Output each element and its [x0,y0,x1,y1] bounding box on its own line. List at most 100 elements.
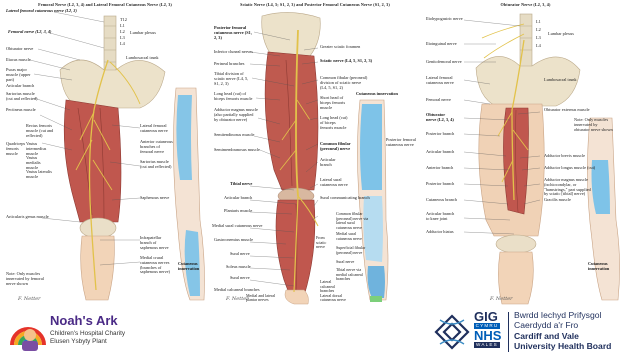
lbl-iliohypo: Iliohypogastric nerve [426,17,463,22]
lbl-lat-fem-cut-right: Lateral femoral cutaneous nerve [140,124,174,134]
svg-text:F. Netter: F. Netter [489,296,513,302]
lbl-greater-sciatic: Greater sciatic foramen [320,45,360,50]
noahs-ark-logo: Noah's Ark Children's Hospital Charity E… [8,309,148,355]
lbl-short-head: Short head of biceps femoris muscle [320,96,350,110]
lbl-cf-via: Common fibular (peroneal) nerve via late… [336,212,370,230]
lbl-med-sural2: Medial sural cutaneous nerve [336,232,368,241]
lbl-medial-crural: Medial crural cutaneous nerves (branches… [140,256,176,275]
lbl-med-lat-plantar: Medial and lateral plantar nerves [246,294,286,303]
lbl-common-fib-div: Common fibular (peroneal) division of sc… [320,76,368,90]
femoral-panel: Femoral Nerve (L2, 3, 4) and Lateral Fem… [0,0,210,305]
lbl-sup-fib: Superficial fibular (peroneal) nerve [336,246,368,255]
lbl-ilioinguinal: Ilioinguinal nerve [426,42,457,47]
lbl-quadriceps: Quadriceps femoris muscle [6,142,24,156]
sciatic-panel: Sciatic Nerve (L4, 5; S1, 2, 3) and Post… [210,0,420,305]
english-line2: University Health Board [514,341,611,351]
lbl-obt-femoral: Femoral nerve [426,98,451,103]
lbl-obt-add-magnus: Adductor magnus muscle (ischiocondylar, … [544,178,592,197]
lbl-artic-branch: Articular branch [426,150,454,155]
lbl-art-branch: Articular branch [224,196,252,201]
lbl-add-brevis: Adductor brevis muscle [544,154,585,159]
lbl-ant-cut: Anterior cutaneous branches of femoral n… [140,140,174,154]
lbl-soleus: Soleus muscle [226,265,251,270]
lbl-femoral-nerve: Femoral nerve (L2, 3, 4) [8,30,51,35]
nhs-wordmark: GIG CYMRU NHS WALES [474,310,516,348]
noahs-ark-title: Noah's Ark [50,313,118,328]
lbl-perineal: Perineal branches [214,62,244,67]
lbl-l4: L4 [120,42,125,47]
lbl-gastro: Gastrocnemius muscle [214,238,253,243]
lbl-lat-sural: Lateral sural cutaneous nerve [320,178,350,188]
lbl-obt-lumbar-plexus: Lumbar plexus [548,32,574,37]
lbl-sciatic-cut-innerv: Cutaneous innervation [356,92,398,97]
nhs-text: NHS [474,329,516,342]
lbl-sural2: Sural nerve [230,276,250,281]
lbl-common-fib: Common fibular (peroneal) nerve [320,142,352,152]
lbl-cut-branch: Cutaneous branch [426,198,457,203]
welsh-line1: Bwrdd Iechyd Prifysgol [514,310,601,320]
lbl-obt-lumbosacral: Lumbosacral trunk [544,78,577,83]
lbl-obturator-nerve: Obturator nerve (L2, 3, 4) [426,113,456,123]
lbl-post-fem: Posterior femoral cutaneous nerve (S1, 2… [214,26,252,40]
lbl-tibial-div: Tibial division of sciatic nerve (L4, 5,… [214,72,250,86]
lbl-post-fem-cut2: Posterior femoral cutaneous nerve [386,138,418,148]
lbl-obt-note: Note: Only muscles innervated by obturat… [574,118,614,132]
noahs-ark-line2: Elusen Ysbyty Plant [50,338,107,345]
lbl-art-branch2: Articular branch [320,158,342,168]
rainbow-icon [8,311,48,353]
lbl-gracilis: Gracilis muscle [544,198,571,203]
svg-text:F. Netter: F. Netter [17,296,41,302]
lbl-artic-genus: Articularis genus muscle [6,215,49,220]
lbl-long-head: Long head (cut) of biceps femoris muscle [214,92,256,102]
obturator-panel: Obturator Nerve (L2, 3, 4) [420,0,631,305]
lbl-femoral-note: Note: Only muscles innervated by femoral… [6,272,54,286]
lbl-vastus-lat: Vastus lateralis muscle [26,170,52,180]
lbl-semitend: Semitendinosus muscle [214,133,254,138]
lbl-obt-cut-innerv: Cutaneous innervation [588,262,618,272]
lbl-add-hiatus: Adductor hiatus [426,230,454,235]
lbl-articular: Articular branch [6,84,34,89]
english-line1: Cardiff and Vale [514,331,579,341]
lbl-obt-ext: Obturator externus muscle [544,108,590,113]
lbl-post-branch2: Posterior branch [426,182,454,187]
lbl-tibial: Tibial nerve [230,182,252,187]
lbl-post-branch: Posterior branch [426,132,454,137]
lbl-inf-clun: Inferior cluneal nerves [214,50,253,55]
lbl-long-head2: Long head (cut) of biceps femoris muscle [320,116,348,130]
lbl-lat-fem-cut: Lateral femoral cutaneous nerve (L2, 3) [6,9,77,14]
logo-bar: Noah's Ark Children's Hospital Charity E… [0,305,631,358]
lbl-genitofem: Genitofemoral nerve [426,60,462,65]
nhs-wales-logo: GIG CYMRU NHS WALES Bwrdd Iechyd Prifysg… [432,308,628,356]
lbl-add-longus: Adductor longus muscle (cut) [544,166,595,171]
lbl-rectus: Rectus femoris muscle (cut and reflected… [26,124,56,138]
lbl-sartorius: Sartorius muscle (cut and reflected) [6,92,40,102]
lbl-sciatic-nerve: Sciatic nerve (L4, 5, S1, 2, 3) [320,59,372,64]
lbl-sural: Sural nerve [230,252,250,257]
lbl-infrapatellar: Infrapatellar branch of saphenous nerve [140,236,172,250]
gig-text: GIG [474,310,516,323]
lbl-art-knee: Articular branch to knee joint [426,212,458,222]
lbl-obt-l1: L1 [536,20,541,25]
lbl-med-sural: Medial sural cutaneous nerve [212,224,262,229]
lbl-lumbar-plexus: Lumbar plexus [130,31,156,36]
lbl-add-magnus: Adductor magnus muscle (also partially s… [214,108,258,122]
lbl-lat-calc: Lateral calcaneal branches [320,280,342,294]
lbl-obt-l4: L4 [536,44,541,49]
noahs-ark-line1: Children's Hospital Charity [50,330,125,337]
lbl-saphenous: Saphenous nerve [140,196,169,201]
lbl-femoral-cut-innerv: Cutaneous innervation [178,262,206,272]
lbl-sural3: Sural nerve [336,260,354,265]
lbl-sart-right: Sartorius muscle (cut and reflected) [140,160,174,170]
lbl-sural-comm: Sural communicating branch [320,196,370,201]
lbl-semimemb: Semimembranosus muscle [214,148,260,153]
lbl-psoas: Psoas major muscle (upper part) [6,68,38,82]
lbl-lat-dorsal: Lateral dorsal cutaneous nerve [320,294,354,303]
lbl-obturator: Obturator nerve [6,47,33,52]
nhs-divider [508,312,509,352]
wales-text: WALES [474,342,500,348]
lbl-from-sciatic: From sciatic nerve [316,236,334,250]
lbl-ant-branch: Anterior branch [426,166,453,171]
lbl-obt-l3: L3 [536,36,541,41]
lbl-lumbosacral: Lumbosacral trunk [126,56,159,61]
